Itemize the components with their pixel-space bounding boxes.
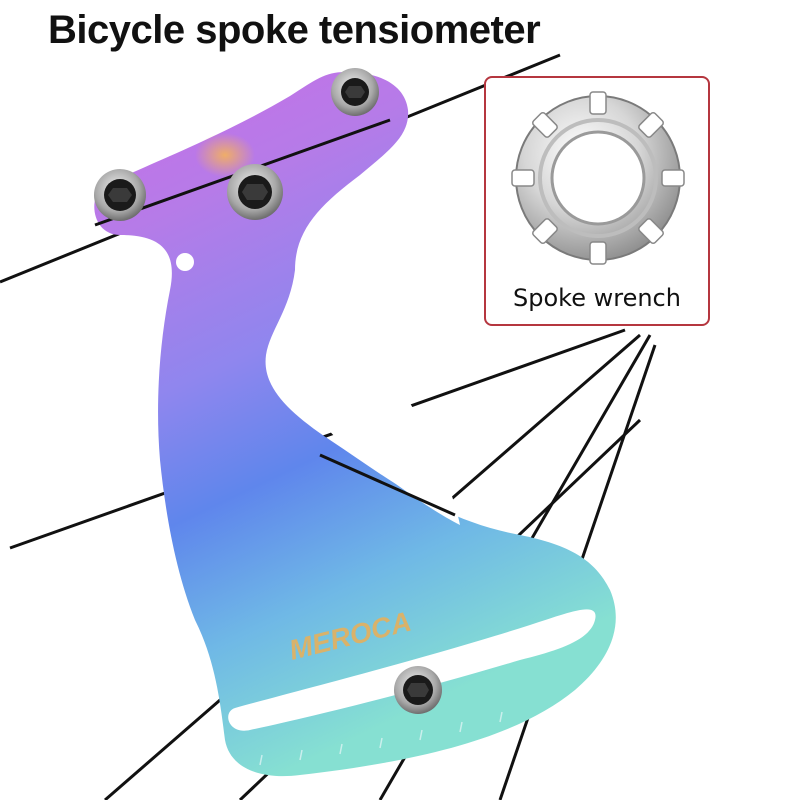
spoke-wrench-inset: Spoke wrench — [484, 76, 710, 326]
bolt-middle — [227, 164, 283, 220]
bolt-left — [94, 169, 146, 221]
bolt-top-right — [331, 68, 379, 116]
bolt-bottom — [394, 666, 442, 714]
inset-caption: Spoke wrench — [513, 284, 681, 312]
scale-ticks — [259, 711, 503, 766]
tool-bolts — [94, 68, 442, 714]
page-title: Bicycle spoke tensiometer — [48, 8, 541, 52]
spoke-wrench-image — [511, 91, 685, 265]
